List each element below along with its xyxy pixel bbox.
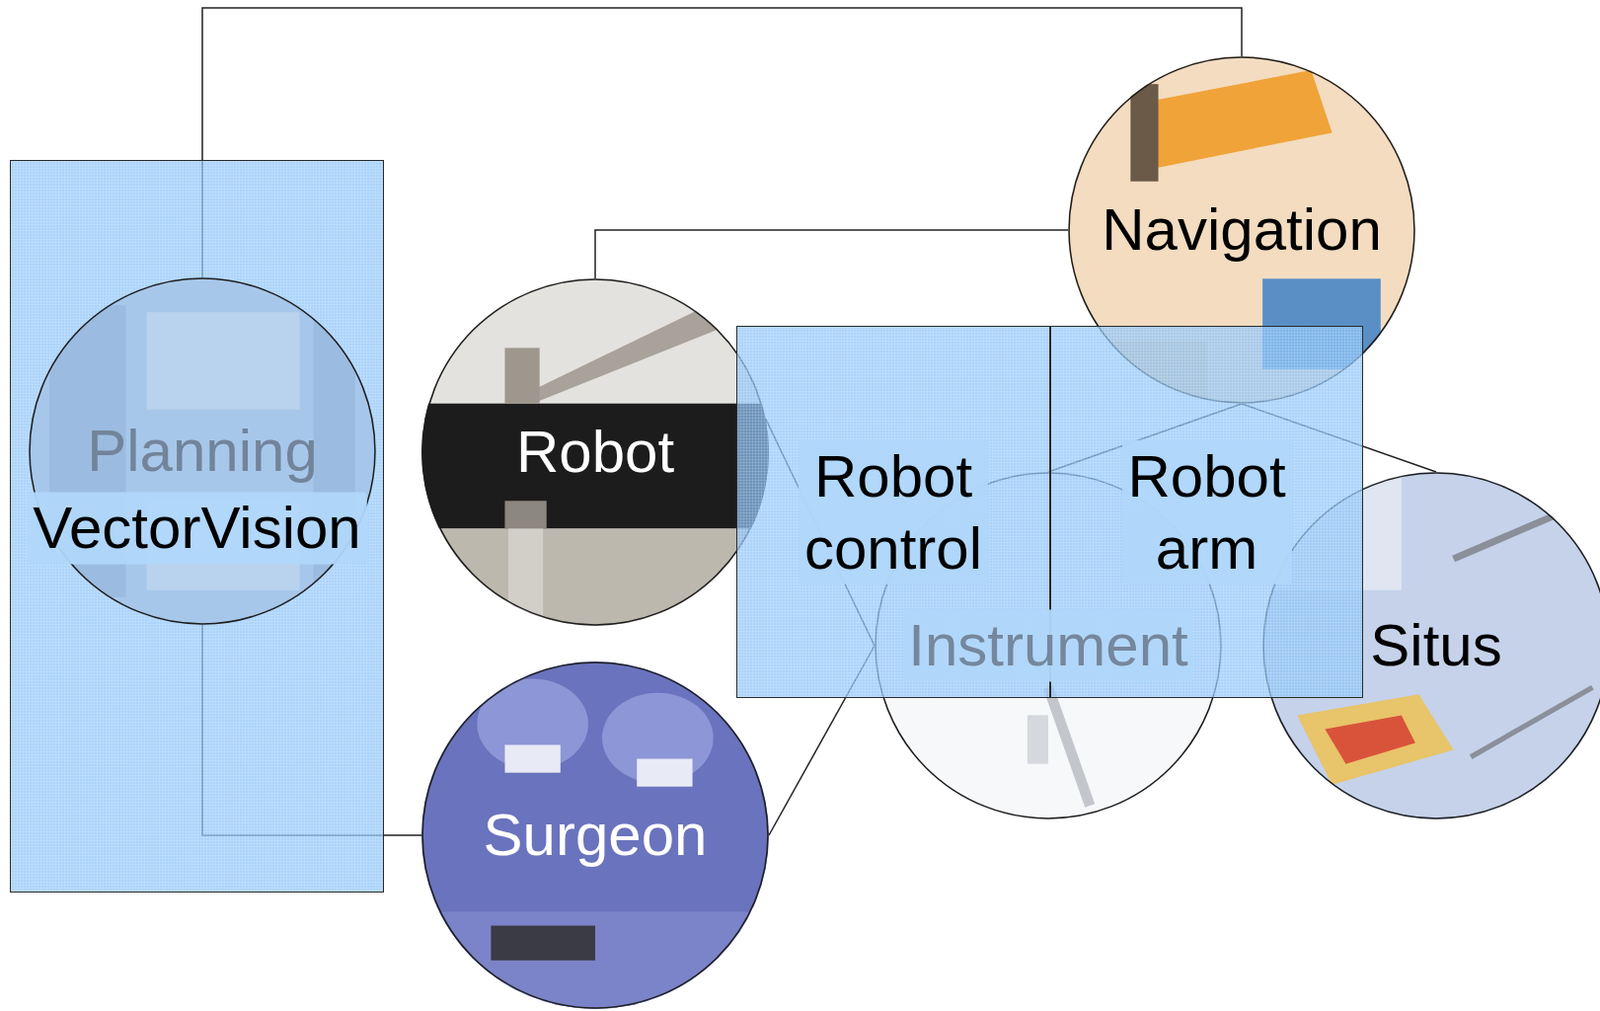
module-circle: Planning	[28, 277, 377, 625]
connector-line	[595, 229, 1068, 279]
node-label: Situs	[1370, 609, 1502, 682]
node-label: Robot control	[798, 439, 989, 584]
node-label: Navigation	[1101, 193, 1382, 266]
module-circle: Robot	[421, 278, 769, 626]
module-circle: Surgeon	[421, 661, 769, 1009]
node-label: VectorVision	[26, 491, 367, 564]
node-label: Planning	[86, 414, 318, 487]
node-label: Robot arm	[1121, 439, 1292, 584]
node-label: Instrument	[902, 609, 1194, 682]
node-label: Surgeon	[483, 798, 708, 871]
node-label: Robot	[516, 415, 675, 488]
system-box: VectorVisionPlanning	[9, 159, 384, 893]
